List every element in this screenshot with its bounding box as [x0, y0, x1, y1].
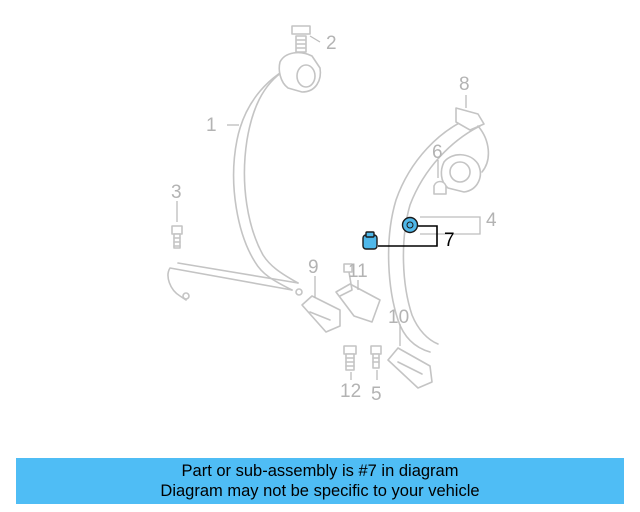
callout-2: 2	[326, 33, 337, 54]
retractor	[433, 153, 482, 195]
callout-11: 11	[348, 261, 368, 282]
highlighted-part-7	[362, 216, 419, 250]
bolt-5	[370, 345, 382, 369]
buckle-tongue	[301, 295, 341, 333]
callout-12: 12	[340, 381, 361, 402]
bolt-3	[171, 225, 183, 249]
banner-line-1: Part or sub-assembly is #7 in diagram	[181, 462, 459, 480]
info-banner: Part or sub-assembly is #7 in diagram Di…	[16, 458, 624, 504]
seat-belt-webbing-left	[167, 61, 303, 301]
callout-5: 5	[371, 384, 382, 405]
upper-anchor	[278, 25, 322, 93]
callout-3: 3	[171, 182, 182, 203]
right-buckle	[387, 347, 433, 389]
banner-line-2: Diagram may not be specific to your vehi…	[160, 482, 480, 500]
callout-7: 7	[444, 230, 455, 251]
callout-10: 10	[388, 307, 409, 328]
leader-lines-7	[378, 225, 438, 247]
callout-9: 9	[308, 257, 319, 278]
callout-4: 4	[486, 210, 497, 231]
callout-8: 8	[459, 74, 470, 95]
buckle-bracket	[335, 263, 381, 323]
callout-6: 6	[432, 142, 443, 163]
bolt-12	[343, 345, 357, 371]
parts-diagram: 1 2 3 4 5 6 7 8 9 10 11 12	[167, 25, 497, 405]
callout-1: 1	[206, 115, 217, 136]
leader-lines	[176, 35, 481, 380]
